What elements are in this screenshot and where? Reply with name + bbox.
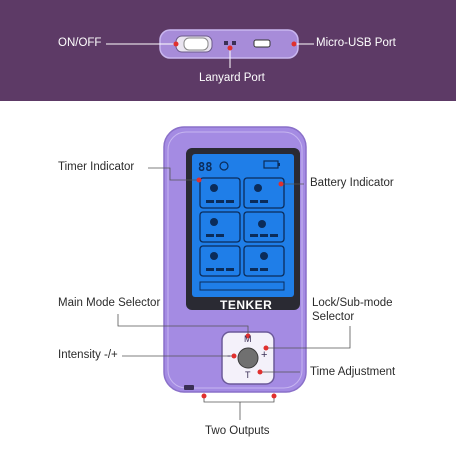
lanyard-marker bbox=[227, 45, 233, 51]
lanyard-hole-right bbox=[232, 41, 236, 45]
timer-digits: 88 bbox=[198, 160, 213, 174]
power-switch-slider[interactable] bbox=[183, 37, 209, 51]
lanyard-label: Lanyard Port bbox=[199, 72, 265, 84]
micro-usb-label: Micro-USB Port bbox=[316, 37, 396, 49]
on-off-label: ON/OFF bbox=[58, 37, 102, 49]
intensity-bar bbox=[199, 281, 285, 291]
on-off-marker bbox=[173, 41, 179, 47]
mode-grid bbox=[199, 177, 285, 277]
lock-sub-mode-label-line2: Selector bbox=[312, 311, 355, 323]
two-outputs-label: Two Outputs bbox=[205, 425, 270, 437]
lanyard-hole-left bbox=[224, 41, 228, 45]
device-body-highlight bbox=[167, 131, 303, 389]
time-adjustment-label: Time Adjustment bbox=[310, 366, 396, 378]
battery-indicator-label: Battery Indicator bbox=[310, 177, 394, 189]
body-part-icons bbox=[206, 184, 278, 271]
time-button-t[interactable]: T bbox=[245, 370, 251, 380]
intensity-label: Intensity -/+ bbox=[58, 349, 118, 361]
intensity-minus-button[interactable]: - bbox=[227, 350, 231, 362]
output-jack-left bbox=[184, 385, 194, 390]
callout-markers bbox=[196, 177, 284, 399]
battery-tip-icon bbox=[278, 163, 280, 166]
center-lock-button[interactable] bbox=[237, 347, 259, 369]
lock-sub-mode-label-line1: Lock/Sub-mode bbox=[312, 297, 393, 309]
timer-indicator-label: Timer Indicator bbox=[58, 161, 135, 173]
callout-leaders bbox=[117, 167, 351, 420]
micro-usb-port bbox=[253, 39, 271, 48]
usb-marker bbox=[291, 41, 297, 47]
brand-logo: TENKER bbox=[220, 298, 273, 312]
mode-button-m[interactable]: M bbox=[244, 334, 252, 344]
main-mode-selector-label: Main Mode Selector bbox=[58, 297, 161, 309]
timer-clock-icon bbox=[219, 161, 229, 171]
intensity-plus-button[interactable]: + bbox=[261, 349, 268, 361]
